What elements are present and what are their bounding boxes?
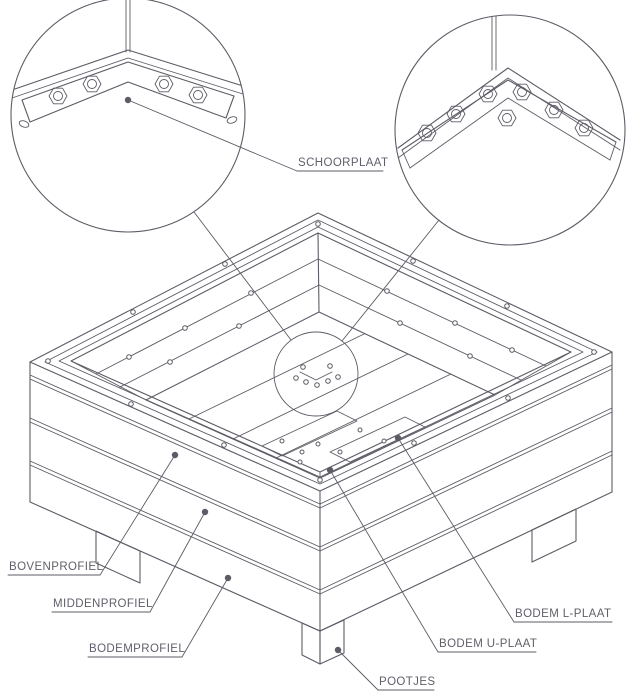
left-leg [95, 530, 141, 584]
label-bovenprofiel: BOVENPROFIEL [7, 451, 179, 576]
label-text: MIDDENPROFIEL [53, 598, 153, 610]
label-schoorplaat: SCHOORPLAAT [124, 96, 388, 172]
bodem-l-plaat [329, 416, 426, 463]
detail-marker-circle [273, 331, 359, 417]
hex-bolt [82, 75, 102, 93]
hex-bolt [478, 85, 498, 103]
inner-wall-screws [126, 288, 515, 365]
right-leg [531, 508, 577, 563]
label-text: BODEMPROFIEL [89, 643, 185, 655]
labels: SCHOORPLAAT BOVENPROFIEL MIDDENPROFIEL B… [7, 96, 613, 691]
hex-bolt [574, 119, 594, 137]
box-interior [45, 221, 597, 483]
left-detail-circle [10, 0, 246, 233]
hex-bolt [497, 109, 517, 127]
front-leg-right-face [319, 619, 345, 665]
legs [95, 508, 577, 665]
label-text: POOTJES [379, 676, 435, 688]
label-text: SCHOORPLAAT [298, 157, 388, 169]
floor-screws [279, 427, 387, 465]
label-bodemprofiel: BODEMPROFIEL [87, 574, 232, 658]
detail-connector-lines [193, 211, 440, 342]
detail-circle-outline [394, 14, 626, 246]
left-wall-planks [29, 374, 321, 595]
label-bodem-l-plaat: BODEM L-PLAAT [394, 434, 613, 623]
label-text: BODEM U-PLAAT [439, 638, 537, 650]
label-text: BOVENPROFIEL [9, 561, 103, 573]
label-pootjes: POOTJES [334, 646, 435, 691]
planter-box [29, 212, 613, 665]
bodem-u-plaat [261, 410, 358, 457]
label-bodem-u-plaat: BODEM U-PLAAT [326, 466, 537, 653]
rim-screws [45, 221, 597, 483]
floor-panel [145, 311, 496, 479]
hex-bolt [188, 86, 208, 104]
schoorplaat-plate [21, 61, 235, 123]
hex-bolt [154, 75, 174, 93]
front-leg-left-face [301, 622, 321, 665]
right-detail-circle [394, 4, 626, 246]
right-wall-planks [319, 364, 613, 595]
label-middenprofiel: MIDDENPROFIEL [51, 508, 209, 613]
hex-bolt [48, 87, 68, 105]
corner-hardware-screws [293, 363, 341, 388]
rod-cap [486, 4, 502, 12]
detail-circle-outline [10, 0, 246, 233]
label-text: BODEM L-PLAAT [515, 608, 611, 620]
